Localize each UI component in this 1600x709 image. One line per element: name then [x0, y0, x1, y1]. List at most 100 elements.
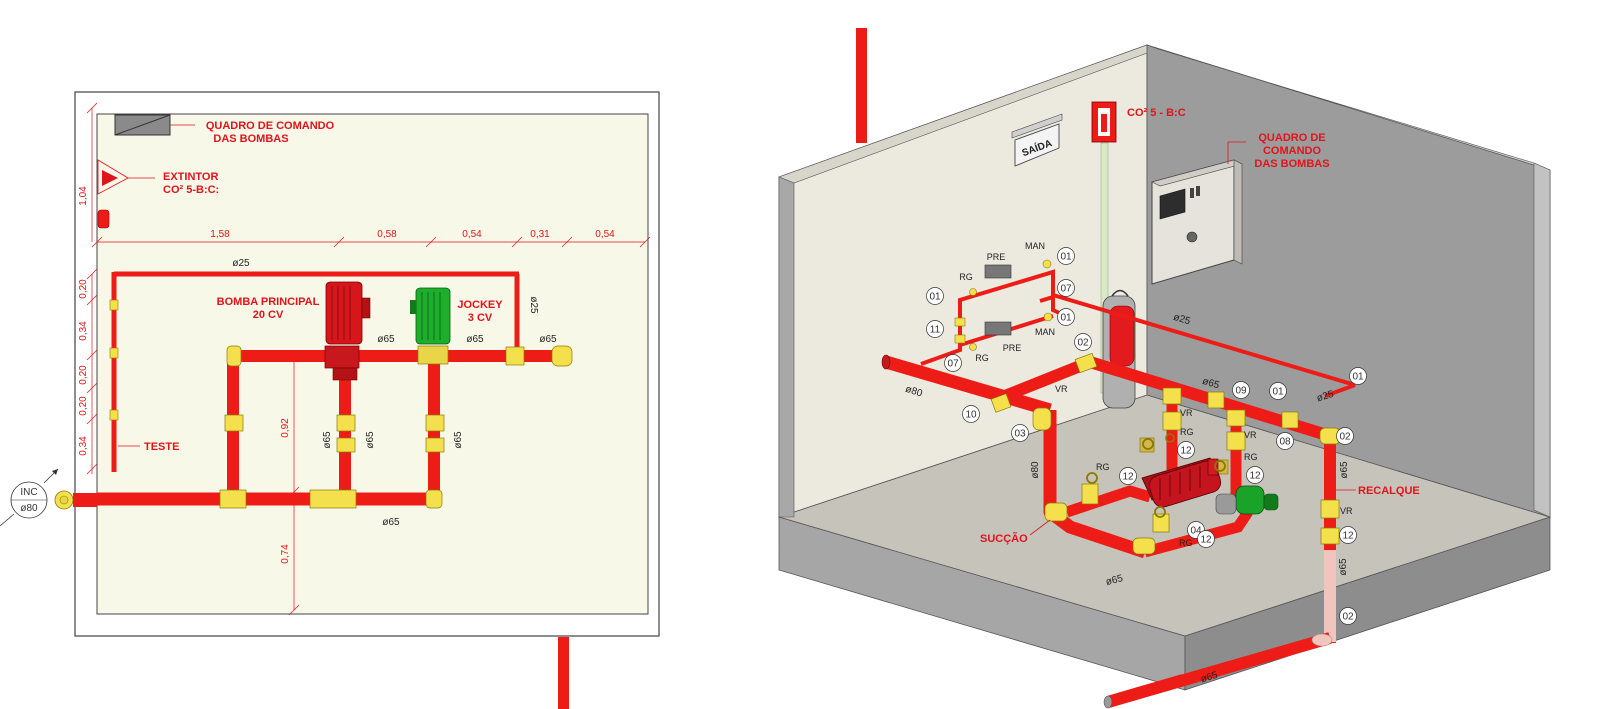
- plan-dim-left-1: 1,04: [78, 186, 89, 206]
- iso-d25-label-2: ø25: [1315, 389, 1335, 405]
- callout-label: 02: [1342, 612, 1354, 623]
- plan-pipe-65: [97, 345, 573, 509]
- plan-jockey-label-1: JOCKEY: [457, 299, 503, 311]
- plan-inc-connection: [0, 468, 97, 527]
- iso-jockey-pump-icon: [1215, 485, 1279, 515]
- iso-rg-label-4: RG: [1244, 452, 1258, 462]
- iso-recalque-label: RECALQUE: [1358, 485, 1420, 497]
- plan-dim-top-2: 0,58: [377, 229, 397, 240]
- plan-dim-074: 0,74: [280, 544, 291, 564]
- callout-label: 10: [965, 410, 977, 421]
- iso-quadro-label-3: DAS BOMBAS: [1254, 158, 1329, 170]
- plan-d65-b: ø65: [466, 334, 484, 345]
- plan-dim-left-5: 0,20: [78, 396, 89, 416]
- plan-dim-left-3: 0,34: [78, 321, 89, 341]
- plan-pipe-25: [109, 271, 520, 472]
- callout-label: 03: [1014, 429, 1026, 440]
- callout-label: 08: [1279, 437, 1291, 448]
- iso-d65-label-4: ø65: [1338, 558, 1349, 576]
- callout-bubble: [1057, 308, 1075, 326]
- callout-bubble: [1276, 432, 1294, 450]
- iso-d65-label-2: ø65: [1201, 376, 1221, 392]
- plan-extinguisher-body: [97, 209, 110, 229]
- iso-d65-label-1: ø65: [1105, 573, 1125, 588]
- callout-bubble: [1197, 530, 1215, 548]
- plan-dim-top-5: 0,54: [595, 229, 615, 240]
- iso-pipe-65-manifold: [990, 352, 1341, 709]
- iso-man-label-1: MAN: [1025, 241, 1045, 251]
- iso-riser-pipe: [856, 28, 867, 143]
- callout-bubble: [1057, 247, 1075, 265]
- iso-vr-label-4: VR: [1340, 506, 1353, 516]
- plan-inc-diam: ø80: [20, 503, 38, 514]
- iso-d80-label-1: ø80: [904, 384, 924, 400]
- callout-bubble: [1119, 467, 1137, 485]
- iso-vr-label-3: VR: [1244, 430, 1257, 440]
- callout-bubble: [926, 320, 944, 338]
- iso-control-panel: [1151, 141, 1246, 285]
- iso-exit-sign: SAÍDA: [1011, 113, 1063, 167]
- plan-d65-a: ø65: [377, 334, 395, 345]
- callout-bubble: [1336, 427, 1354, 445]
- iso-pre-label-1: PRE: [987, 252, 1006, 262]
- plan-extintor-label-2: CO² 5-B:C:: [163, 184, 219, 196]
- plan-d65-bottom: ø65: [382, 517, 400, 528]
- callout-bubble: [1011, 424, 1029, 442]
- plan-extintor-label-1: EXTINTOR: [163, 171, 218, 183]
- plan-extinguisher-icon: [102, 170, 118, 186]
- callout-bubble: [1269, 382, 1287, 400]
- iso-d65-label-3: ø65: [1339, 461, 1350, 479]
- iso-d65-label-5: ø65: [1199, 670, 1219, 686]
- plan-dim-top-3: 0,54: [462, 229, 482, 240]
- callout-bubble: [1349, 367, 1367, 385]
- plan-inc-label: INC: [20, 487, 37, 498]
- iso-rg-label-6: RG: [1179, 538, 1193, 548]
- callout-bubble: [1339, 607, 1357, 625]
- iso-rg-label-2: RG: [975, 353, 989, 363]
- callout-label: 02: [1339, 432, 1351, 443]
- plan-bomba-label-1: BOMBA PRINCIPAL: [217, 296, 320, 308]
- callout-label: 04: [1190, 526, 1202, 537]
- callout-label: 01: [1272, 387, 1284, 398]
- callout-bubble: [962, 405, 980, 423]
- iso-pre-label-2: PRE: [1003, 343, 1022, 353]
- callout-label: 12: [1122, 472, 1134, 483]
- callout-label: 07: [947, 359, 959, 370]
- plan-dim-top-1: 1,58: [210, 229, 230, 240]
- iso-view: SAÍDA CO² 5 - B:C QUADRO DE: [777, 28, 1552, 709]
- plan-dim-left-2: 0,20: [78, 279, 89, 299]
- iso-rg-label-5: RG: [1096, 462, 1110, 472]
- callout-bubble: [1232, 381, 1250, 399]
- plan-d65-v1: ø65: [322, 431, 333, 449]
- iso-extinguisher-icon: [1102, 289, 1136, 409]
- iso-callouts: 01 01 01 01 01 02 02 02 03 04 07 07 08: [926, 247, 1367, 625]
- callout-label: 11: [930, 325, 941, 336]
- callout-label: 02: [1077, 338, 1089, 349]
- callout-bubble: [926, 287, 944, 305]
- callout-bubble: [944, 354, 962, 372]
- plan-dim-top-4: 0,31: [530, 229, 550, 240]
- plan-dim-left-4: 0,20: [78, 365, 89, 385]
- callout-bubble: [1057, 279, 1075, 297]
- iso-pipe-80-inlet: [884, 355, 1052, 417]
- plan-dim-left-ticks: [86, 102, 98, 475]
- iso-valve-handles: [1086, 433, 1226, 518]
- callout-label: 01: [1352, 372, 1364, 383]
- plan-dim-ticks: [91, 236, 651, 248]
- plan-d65-v3: ø65: [453, 431, 464, 449]
- plan-quadro-label-1: QUADRO DE COMANDO: [206, 120, 335, 132]
- iso-d25-label-1: ø25: [1172, 312, 1192, 328]
- iso-vr-label-2: VR: [1180, 408, 1193, 418]
- callout-label: 12: [1200, 535, 1212, 546]
- callout-label: 01: [1060, 313, 1072, 324]
- callout-bubble: [1177, 441, 1195, 459]
- plan-view: QUADRO DE COMANDO DAS BOMBAS EXTINTOR CO…: [0, 91, 660, 709]
- plan-d65-v2: ø65: [365, 431, 376, 449]
- iso-succao-label: SUCÇÃO: [980, 532, 1028, 545]
- iso-rg-label-3: RG: [1180, 427, 1194, 437]
- callout-label: 12: [1180, 446, 1192, 457]
- callout-label: 01: [1060, 252, 1072, 263]
- plan-d65-c: ø65: [539, 334, 557, 345]
- iso-vr-label-1: VR: [1055, 384, 1068, 394]
